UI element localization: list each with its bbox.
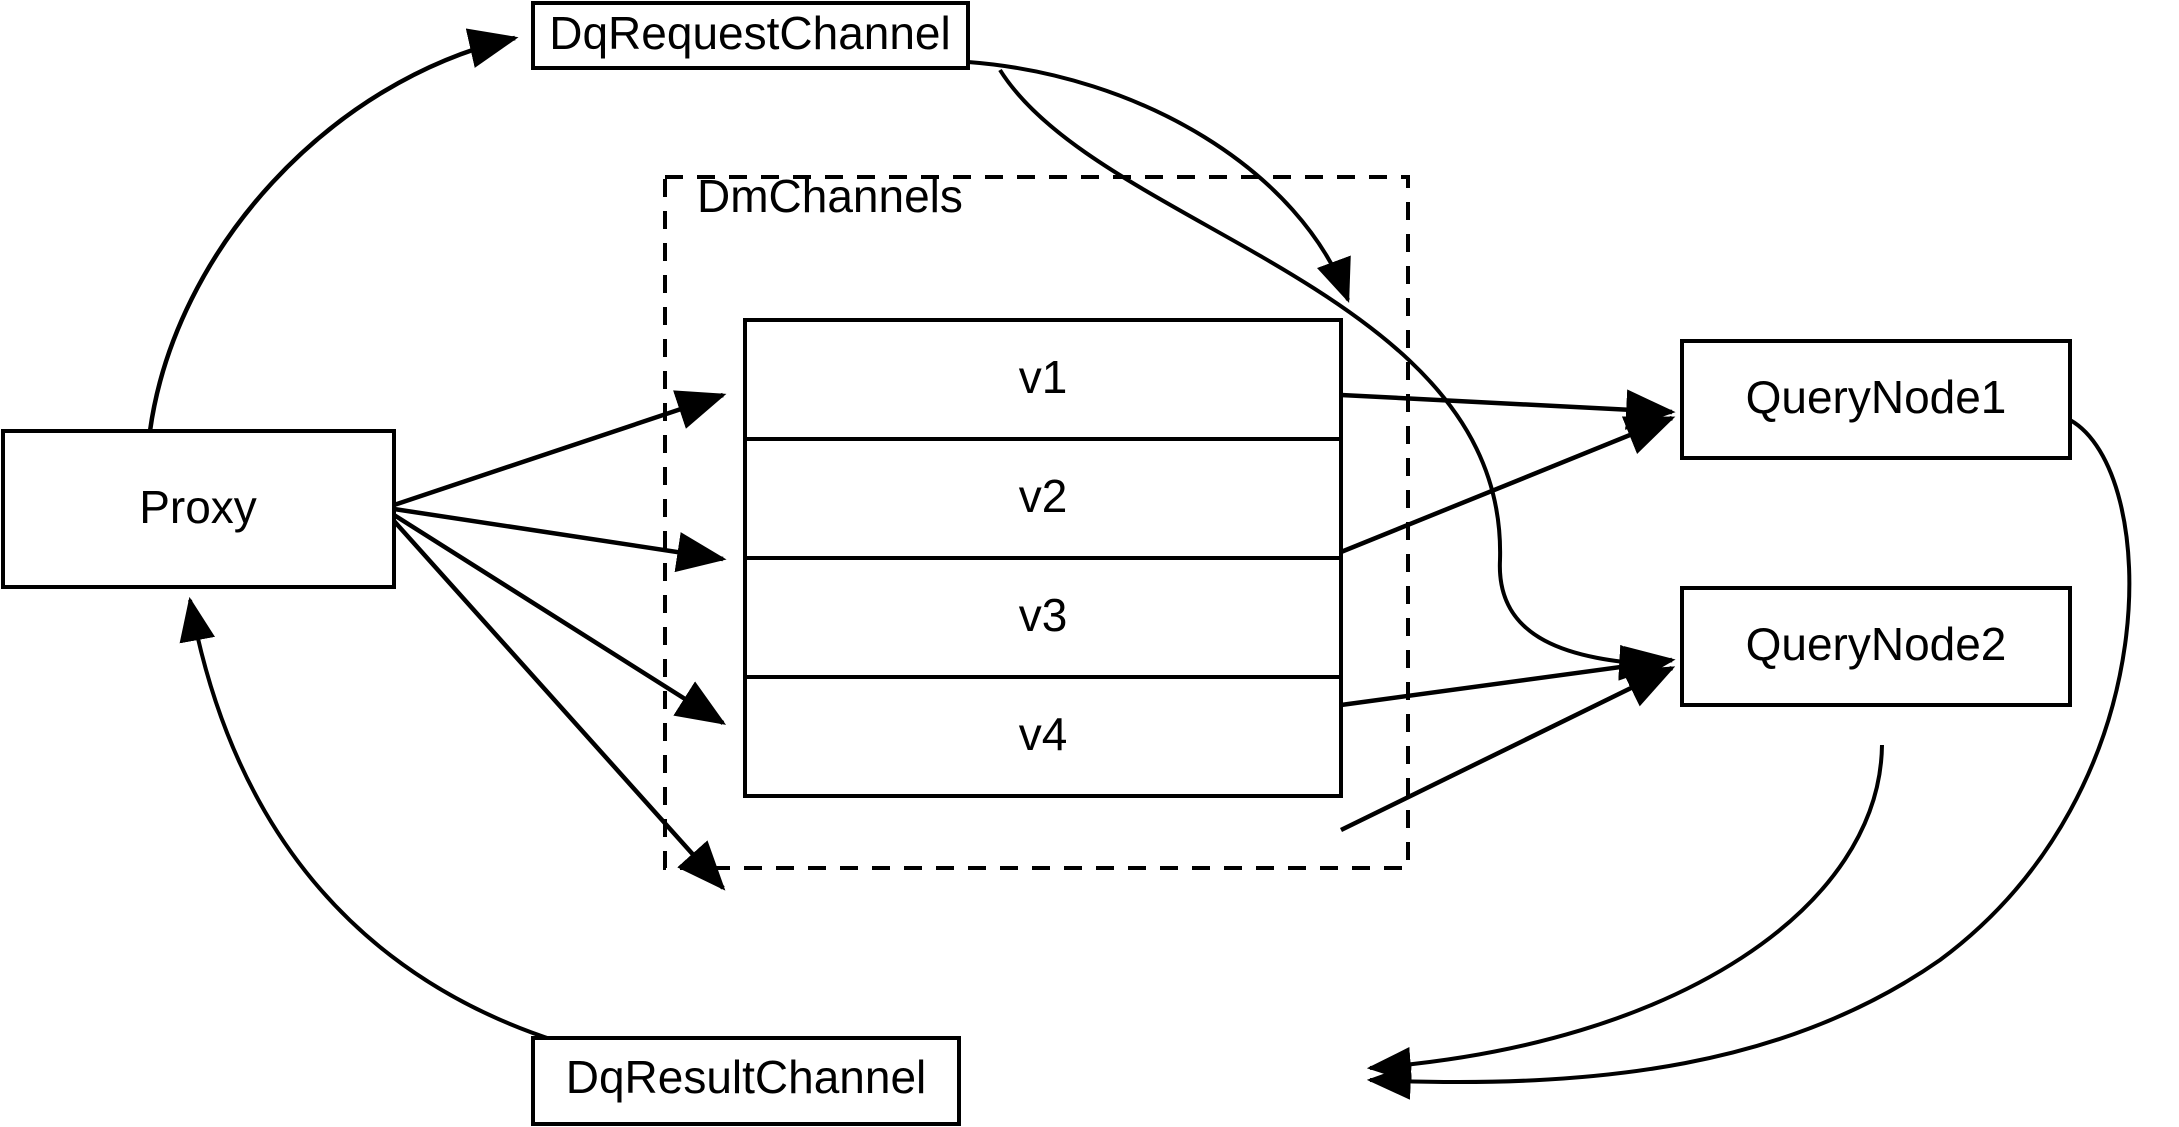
edge-dqrequestchannel-to-querynode2 — [998, 68, 1664, 681]
edge-v4-to-querynode2 — [1340, 665, 1676, 833]
node-label-dqresultchannel: DqResultChannel — [566, 1051, 927, 1103]
edge-proxy-to-v1 — [393, 390, 727, 508]
edge-proxy-to-v3 — [392, 513, 727, 725]
node-label-dqrequestchannel: DqRequestChannel — [549, 7, 951, 59]
node-box-querynode1[interactable] — [1680, 339, 2072, 460]
node-box-querynode2[interactable] — [1680, 586, 2072, 707]
edge-v2-to-querynode1 — [1340, 415, 1676, 555]
node-label-querynode1-text: QueryNode1 — [1746, 371, 2007, 423]
edge-dqrequestchannel-to-querynode1 — [967, 60, 1351, 304]
edge-proxy-to-v2 — [393, 506, 727, 573]
node-box-dqrequestchannel[interactable] — [531, 1, 970, 70]
row-label-v3: v3 — [1019, 589, 1068, 641]
edge-proxy-to-dqrequestchannel — [147, 28, 519, 432]
node-box-dqresultchannel[interactable] — [531, 1036, 961, 1126]
edge-proxy-to-v4 — [392, 519, 726, 891]
dmchannels-group-label: DmChannels — [697, 170, 963, 222]
row-label-v1: v1 — [1019, 351, 1068, 403]
dmchannels-group-box — [663, 175, 1410, 870]
node-box-proxy[interactable] — [1, 429, 396, 589]
edge-v3-to-querynode2 — [1340, 646, 1676, 708]
node-label-proxy: Proxy — [139, 481, 257, 533]
row-label-v2: v2 — [1019, 470, 1068, 522]
row-label-v4: v4 — [1019, 708, 1068, 760]
edge-querynode1-to-dqresultchannel — [1366, 418, 2132, 1100]
edge-querynode2-to-dqresultchannel — [1366, 744, 1884, 1083]
edge-v1-to-querynode1 — [1340, 389, 1676, 430]
node-label-querynode2: QueryNode2 — [1746, 618, 2007, 670]
